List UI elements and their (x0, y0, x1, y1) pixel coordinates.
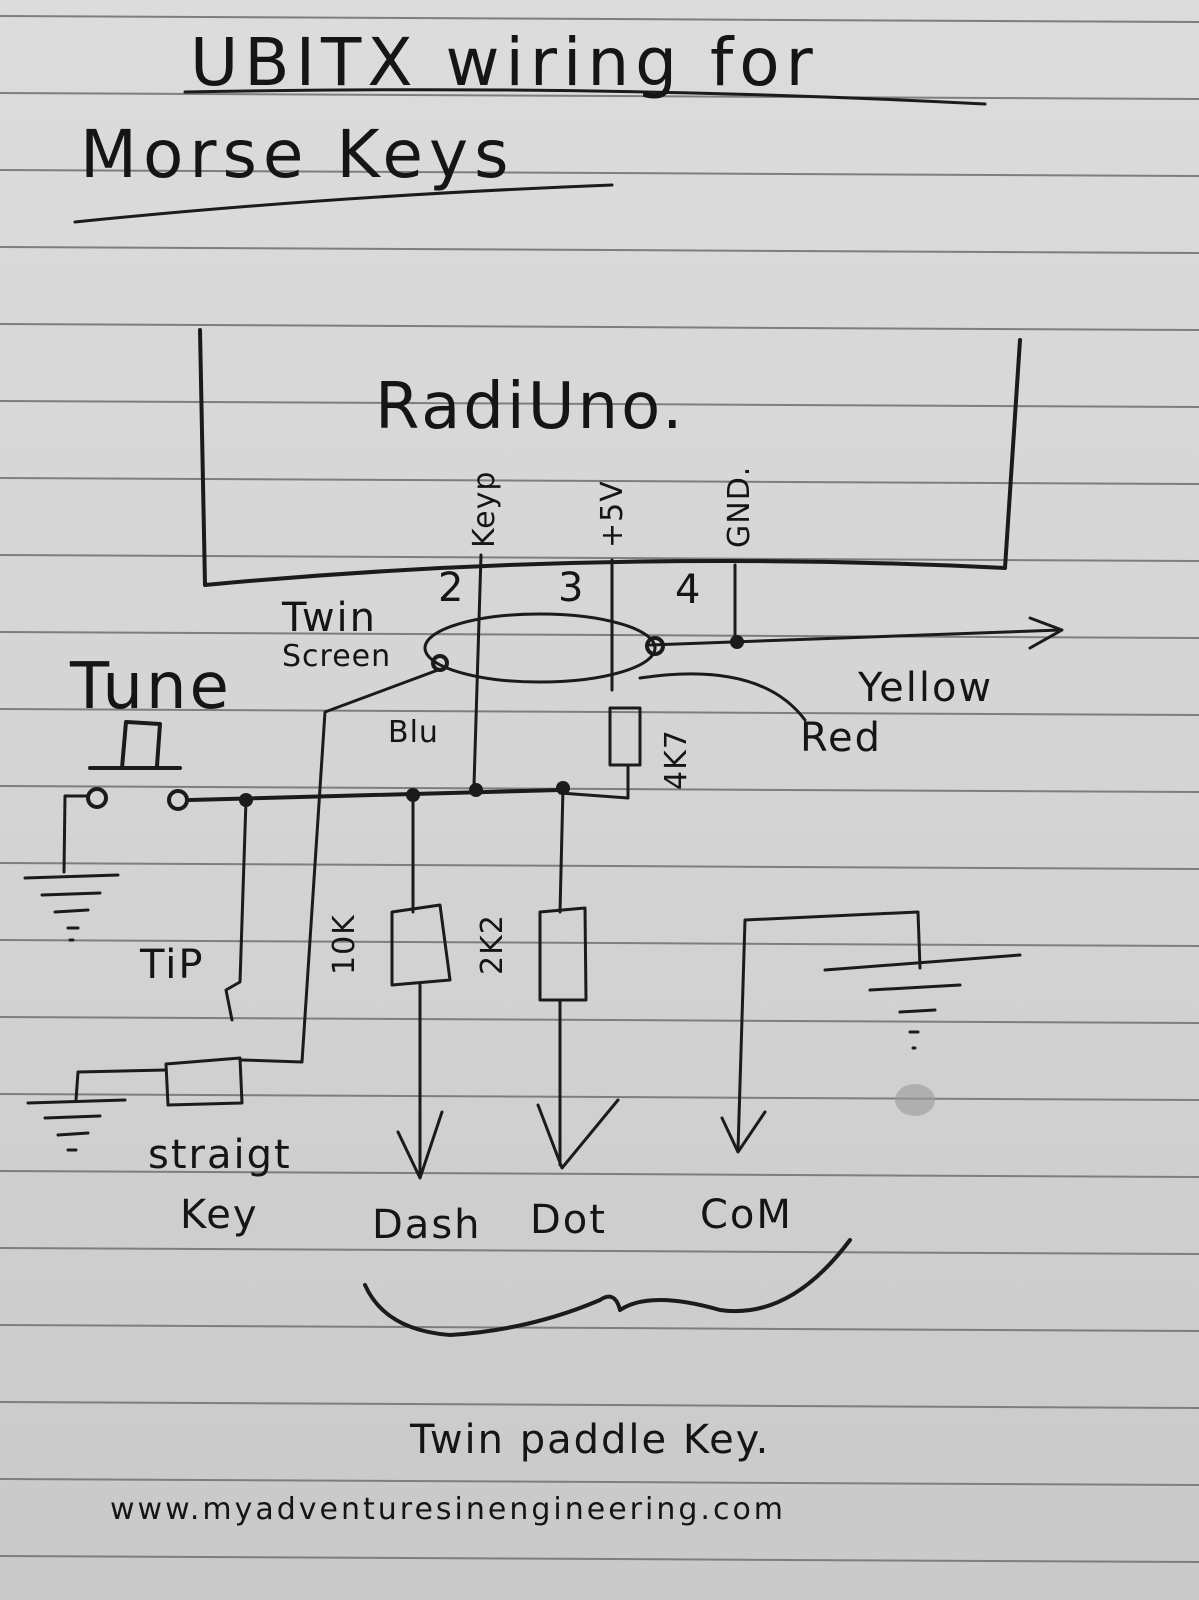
straight-key-ground-symbol (26, 1098, 127, 1152)
pin-number-4: 4 (675, 567, 703, 613)
tune-contact-left (86, 787, 108, 809)
ruled-line (0, 1401, 1199, 1409)
tune-button (88, 720, 182, 770)
title-underline (183, 88, 987, 106)
junction-gnd (730, 635, 744, 649)
junction-keyer (469, 783, 483, 797)
resistor-4k7-label: 4K7 (659, 729, 694, 790)
website-label: www.myadventuresinengineering.com (110, 1492, 787, 1527)
yellow-wire-arrow (1028, 616, 1064, 650)
ruled-line (0, 323, 1199, 331)
com-arrow (720, 1110, 767, 1154)
yellow-label: Yellow (858, 665, 994, 711)
ruled-line (0, 1324, 1199, 1332)
yellow-wire (648, 628, 1062, 647)
twin-paddle-label: Twin paddle Key. (410, 1417, 771, 1463)
diagram-title: UBITX wiring for (190, 24, 819, 101)
com-wire (736, 910, 922, 1152)
dash-label: Dash (372, 1202, 482, 1248)
ruled-line (0, 1247, 1199, 1255)
tune-contact-right (167, 789, 189, 811)
screen-to-straight-key (240, 668, 440, 1064)
ruled-line (0, 246, 1199, 254)
dot-drop-wire (558, 786, 565, 914)
ruled-line (0, 785, 1199, 793)
resistor-10k (390, 903, 452, 987)
resistor-10k-label: 10K (327, 914, 362, 975)
dot-arrow (536, 1098, 620, 1170)
straight-key-label-line2: Key (180, 1192, 259, 1238)
pin-label-5v: +5V (595, 480, 630, 548)
tune-ground-symbol (23, 873, 120, 942)
com-label: CoM (700, 1192, 793, 1238)
paddle-brace (363, 1238, 852, 1337)
pin-number-3: 3 (558, 565, 586, 611)
ink-smudge (895, 1084, 935, 1116)
ruled-line (0, 1478, 1199, 1486)
ruled-line (0, 477, 1199, 485)
diagram-subtitle: Morse Keys (80, 116, 515, 193)
ruled-line (0, 169, 1199, 177)
twin-screen-label-line2: Screen (282, 639, 392, 674)
tune-label: Tune (70, 650, 232, 724)
twin-screen-label-line1: Twin (282, 595, 377, 641)
red-label: Red (800, 715, 882, 761)
tune-ground-wire (62, 794, 90, 874)
keyer-pin-wire (472, 553, 483, 787)
dot-label: Dot (530, 1197, 607, 1243)
com-ground-symbol (823, 953, 1022, 1050)
ruled-line (0, 92, 1199, 100)
4k7-to-bus (558, 763, 630, 800)
controller-name: RadiUno. (375, 370, 686, 444)
ruled-line (0, 1016, 1199, 1024)
tip-wire (224, 798, 248, 1022)
dash-arrow (396, 1110, 444, 1180)
ruled-line (0, 554, 1199, 562)
ruled-line (0, 862, 1199, 870)
ruled-line (0, 1555, 1199, 1563)
ruled-line (0, 1170, 1199, 1178)
twin-screen-loop (423, 612, 657, 684)
red-lead (638, 672, 807, 722)
resistor-4k7 (608, 706, 642, 767)
junction-screen-left (431, 654, 449, 672)
resistor-2k2 (538, 906, 588, 1002)
radiuno-box (198, 328, 1022, 587)
ruled-line (0, 631, 1199, 639)
straight-key-ground-wire (74, 1068, 168, 1102)
pin-number-2: 2 (438, 565, 466, 611)
pin-label-gnd: GND. (722, 465, 757, 548)
ruled-line (0, 1093, 1199, 1101)
ruled-line (0, 708, 1199, 716)
ruled-line (0, 939, 1199, 947)
straight-key-jack (164, 1056, 244, 1107)
tip-label: TiP (140, 942, 205, 988)
blu-label: Blu (388, 715, 439, 750)
straight-key-label-line1: straigt (148, 1132, 292, 1178)
pin-label-keyer: Keyp (467, 470, 502, 548)
resistor-2k2-label: 2K2 (475, 914, 510, 975)
ruled-line (0, 15, 1199, 23)
subtitle-underline (73, 183, 614, 224)
